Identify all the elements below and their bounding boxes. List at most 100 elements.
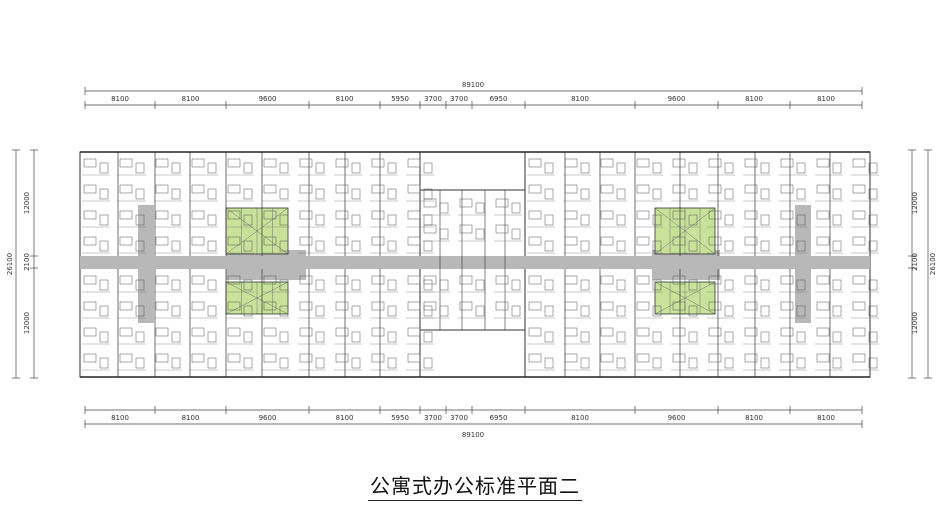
furniture <box>688 357 698 369</box>
furniture <box>832 357 842 369</box>
furniture <box>580 162 590 174</box>
dimension-label: 12000 <box>23 312 31 334</box>
furniture <box>564 275 578 285</box>
dimension-label: 2100 <box>911 253 919 271</box>
furniture <box>171 214 181 226</box>
furniture <box>600 301 614 311</box>
furniture <box>564 301 578 311</box>
furniture <box>335 353 349 363</box>
furniture <box>315 188 325 200</box>
furniture <box>135 188 145 200</box>
furniture <box>371 158 385 168</box>
furniture <box>83 158 97 168</box>
furniture <box>171 240 181 252</box>
furniture <box>852 158 866 168</box>
furniture <box>564 210 578 220</box>
furniture <box>688 240 698 252</box>
furniture <box>868 305 878 317</box>
furniture <box>407 275 421 285</box>
furniture <box>652 162 662 174</box>
furniture <box>672 275 686 285</box>
furniture <box>439 305 449 317</box>
furniture <box>315 357 325 369</box>
furniture <box>263 158 277 168</box>
furniture <box>439 279 449 291</box>
furniture <box>724 188 734 200</box>
furniture <box>652 240 662 252</box>
furniture <box>796 214 806 226</box>
furniture <box>407 301 421 311</box>
bottom-overall-label: 89100 <box>462 431 484 439</box>
furniture <box>99 162 109 174</box>
furniture <box>796 357 806 369</box>
furniture <box>423 275 437 285</box>
furniture <box>636 236 650 246</box>
furniture <box>243 357 253 369</box>
furniture <box>816 184 830 194</box>
furniture <box>207 188 217 200</box>
furniture <box>227 275 241 285</box>
furniture <box>528 327 542 337</box>
furniture <box>816 236 830 246</box>
furniture <box>868 162 878 174</box>
furniture <box>191 327 205 337</box>
furniture <box>580 331 590 343</box>
dimension-label: 6950 <box>490 95 508 103</box>
furniture <box>760 279 770 291</box>
furniture <box>528 184 542 194</box>
furniture <box>99 305 109 317</box>
furniture <box>299 210 313 220</box>
furniture <box>119 301 133 311</box>
furniture <box>672 210 686 220</box>
furniture <box>868 240 878 252</box>
furniture <box>351 305 361 317</box>
furniture <box>387 214 397 226</box>
furniture <box>688 162 698 174</box>
dimension-label: 9600 <box>668 414 686 422</box>
furniture <box>616 331 626 343</box>
furniture <box>544 240 554 252</box>
furniture <box>616 240 626 252</box>
furniture <box>371 353 385 363</box>
furniture <box>760 188 770 200</box>
furniture <box>652 305 662 317</box>
furniture <box>207 162 217 174</box>
furniture <box>564 236 578 246</box>
furniture <box>299 353 313 363</box>
furniture <box>263 236 277 246</box>
furniture <box>616 279 626 291</box>
dimension-label: 12000 <box>23 192 31 214</box>
furniture <box>371 327 385 337</box>
dimension-label: 6950 <box>490 414 508 422</box>
furniture <box>263 184 277 194</box>
furniture <box>227 301 241 311</box>
furniture <box>544 305 554 317</box>
furniture <box>335 275 349 285</box>
furniture <box>780 236 794 246</box>
furniture <box>407 327 421 337</box>
furniture <box>99 240 109 252</box>
furniture <box>83 275 97 285</box>
dimension-label: 26100 <box>6 253 14 275</box>
furniture <box>528 353 542 363</box>
furniture <box>351 279 361 291</box>
furniture <box>243 279 253 291</box>
furniture <box>315 305 325 317</box>
furniture <box>263 327 277 337</box>
furniture <box>796 162 806 174</box>
furniture <box>243 188 253 200</box>
furniture <box>207 240 217 252</box>
furniture <box>868 331 878 343</box>
furniture <box>439 228 449 240</box>
furniture <box>191 301 205 311</box>
furniture <box>580 188 590 200</box>
furniture <box>760 305 770 317</box>
furniture <box>171 357 181 369</box>
dimension-label: 8100 <box>571 414 589 422</box>
furniture <box>564 158 578 168</box>
dimension-label: 9600 <box>668 95 686 103</box>
furniture <box>299 301 313 311</box>
furniture <box>868 188 878 200</box>
furniture <box>99 357 109 369</box>
furniture <box>299 184 313 194</box>
